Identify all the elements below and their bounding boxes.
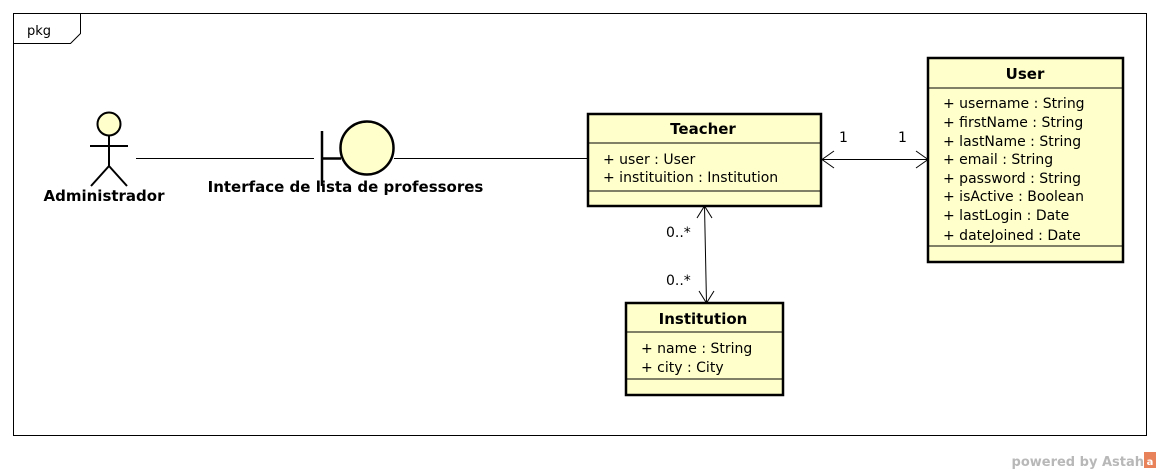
actor-administrador[interactable]: Administrador [44, 111, 166, 206]
multiplicity-institution-top: 0..* [666, 273, 691, 289]
class-attribute: + password : String [943, 171, 1081, 187]
class-attribute: + name : String [641, 341, 752, 357]
class-title: Teacher [670, 120, 736, 138]
class-attribute: + city : City [641, 360, 724, 376]
connectors [136, 150, 929, 304]
frame-label: pkg [27, 24, 51, 39]
class-attribute: + lastName : String [943, 134, 1081, 150]
multiplicity-teacher-side: 1 [839, 130, 848, 146]
class-attribute: + dateJoined : Date [943, 228, 1081, 244]
actor-name: Administrador [44, 187, 166, 205]
class-institution[interactable]: Institution + name : String + city : Cit… [624, 301, 785, 397]
boundary-name: Interface de lista de professores [208, 178, 484, 196]
multiplicity-user-side: 1 [898, 130, 907, 146]
class-attribute: + isActive : Boolean [943, 189, 1084, 205]
boundary-icon [320, 120, 395, 186]
class-attribute: + user : User [603, 152, 695, 168]
class-attribute: + email : String [943, 152, 1053, 168]
class-attribute: + lastLogin : Date [943, 208, 1069, 224]
class-attribute: + firstName : String [943, 115, 1083, 131]
svg-text:a: a [1147, 457, 1154, 468]
multiplicity-teacher-bottom: 0..* [666, 225, 691, 241]
stick-figure-icon [90, 111, 128, 187]
astah-logo-icon: a [1144, 452, 1156, 468]
class-title: Institution [659, 310, 748, 328]
class-user[interactable]: User + username : String + firstName : S… [926, 56, 1125, 264]
class-teacher[interactable]: Teacher + user : User + instituition : I… [586, 112, 823, 208]
teacher-institution-association [704, 205, 707, 304]
class-attribute: + instituition : Institution [603, 170, 778, 186]
boundary-interface[interactable]: Interface de lista de professores [208, 120, 484, 197]
class-attribute: + username : String [943, 96, 1085, 112]
package-frame: pkg [13, 13, 1147, 436]
class-title: User [1006, 65, 1045, 83]
watermark-text: powered by Astah [1012, 455, 1144, 470]
watermark: powered by Astah a [1012, 452, 1156, 470]
